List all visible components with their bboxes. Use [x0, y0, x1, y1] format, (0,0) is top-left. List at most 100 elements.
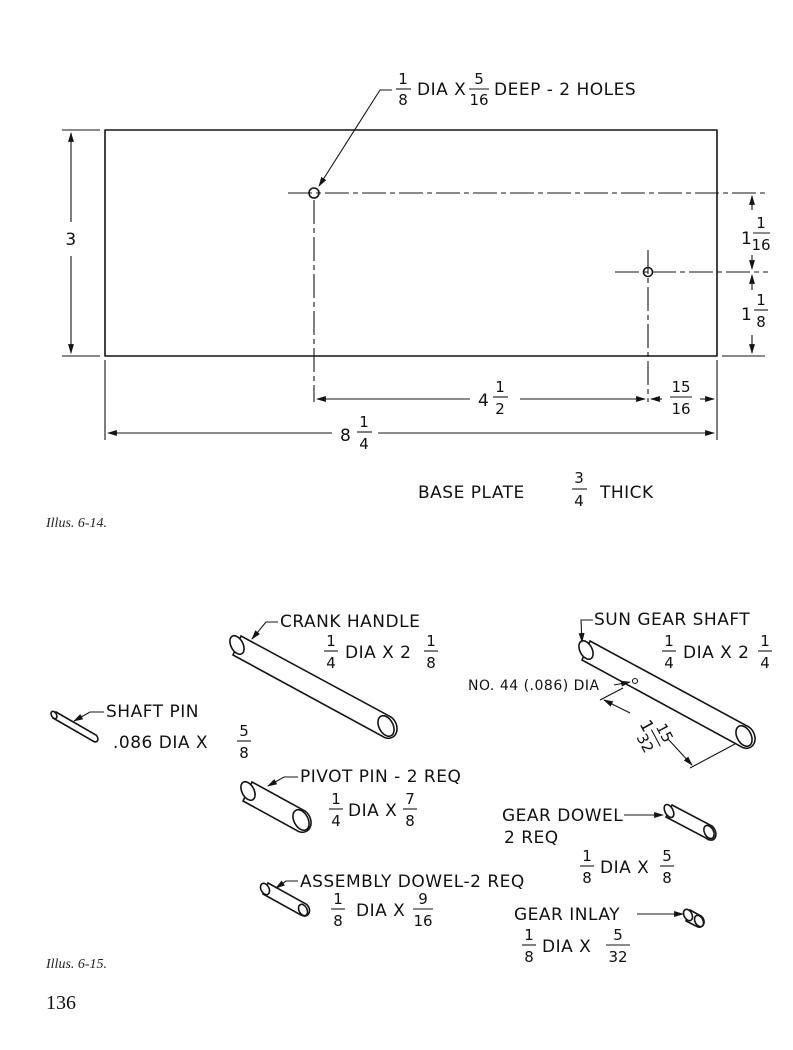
parts-drawing: CRANK HANDLE 1 4 DIA X 2 1 8 SUN GEAR SH…	[45, 610, 772, 972]
svg-text:4: 4	[478, 391, 489, 411]
lower-hole	[642, 266, 654, 278]
svg-text:16: 16	[671, 400, 690, 418]
hole-spacing-dim: 4 1 2	[478, 378, 508, 418]
svg-text:2: 2	[495, 400, 505, 418]
pivot-pin-leader	[267, 776, 298, 787]
svg-text:4: 4	[359, 435, 369, 453]
caption-illus-6-14: Illus. 6-14.	[45, 516, 107, 531]
svg-text:1: 1	[359, 413, 369, 431]
svg-text:7: 7	[405, 790, 415, 808]
upper-offset-dim: 1 1 16	[741, 214, 771, 254]
svg-text:BASE PLATE: BASE PLATE	[418, 483, 525, 503]
svg-text:THICK: THICK	[599, 483, 654, 503]
overall-length-dim: 8 1 4	[340, 413, 372, 453]
svg-text:8: 8	[398, 91, 408, 109]
base-plate-outline	[104, 129, 718, 357]
shaft-pin-part: SHAFT PIN .086 DIA X 5 8	[50, 702, 251, 762]
svg-text:1: 1	[760, 632, 770, 650]
assembly-dowel-part: ASSEMBLY DOWEL-2 REQ 1 8 DIA X 9 16	[259, 872, 525, 930]
svg-text:1: 1	[398, 70, 408, 88]
svg-text:5: 5	[474, 70, 484, 88]
crank-handle-part: CRANK HANDLE 1 4 DIA X 2 1 8	[229, 612, 438, 740]
svg-text:1: 1	[741, 229, 752, 249]
shaft-pin-leader	[73, 711, 104, 722]
sun-gear-shaft-part: SUN GEAR SHAFT 1 4 DIA X 2 1 4 NO. 44 (.…	[468, 610, 772, 769]
svg-text:1: 1	[524, 926, 534, 944]
hole-dist-arrow-a	[603, 699, 631, 714]
svg-text:4: 4	[326, 654, 336, 672]
svg-text:8: 8	[333, 912, 343, 930]
svg-text:DIA X 2: DIA X 2	[683, 643, 750, 663]
svg-text:DIA X: DIA X	[600, 858, 649, 878]
lower-offset-dim: 1 1 8	[741, 291, 768, 331]
svg-text:1: 1	[582, 847, 592, 865]
gear-dowel-qty: 2 REQ	[504, 828, 559, 848]
sun-gear-shaft-name: SUN GEAR SHAFT	[594, 610, 750, 630]
crank-handle-leader	[251, 621, 278, 640]
svg-text:32: 32	[608, 948, 627, 966]
gear-dowel-name: GEAR DOWEL	[502, 806, 623, 826]
svg-text:5: 5	[239, 722, 249, 740]
svg-text:DIA X: DIA X	[417, 80, 466, 100]
base-plate-title: BASE PLATE 3 4 THICK	[418, 469, 654, 510]
assembly-dowel-name: ASSEMBLY DOWEL-2 REQ	[300, 872, 525, 892]
hole-dist-extension-b	[689, 743, 736, 769]
svg-text:1: 1	[333, 890, 343, 908]
shaft-cross-hole	[631, 677, 639, 685]
svg-text:DEEP - 2 HOLES: DEEP - 2 HOLES	[494, 80, 636, 100]
assembly-dowel-leader	[275, 880, 298, 889]
svg-text:1: 1	[331, 790, 341, 808]
gear-dowel-part: GEAR DOWEL 2 REQ 1 8 DIA X 5 8	[502, 803, 717, 887]
hole-dist-dim: 1 15 32	[633, 717, 677, 756]
hole-note-leader	[318, 89, 392, 187]
svg-text:16: 16	[751, 236, 770, 254]
svg-text:8: 8	[662, 869, 672, 887]
crank-handle-name: CRANK HANDLE	[280, 612, 420, 632]
gear-inlay-part: GEAR INLAY 1 8 DIA X 5 32	[514, 905, 705, 966]
gear-inlay-name: GEAR INLAY	[514, 905, 620, 925]
svg-text:8: 8	[524, 948, 534, 966]
svg-text:1: 1	[495, 378, 505, 396]
cross-hole-note: NO. 44 (.086) DIA	[468, 678, 600, 694]
upper-hole	[308, 187, 320, 199]
svg-text:16: 16	[413, 912, 432, 930]
svg-text:DIA X: DIA X	[356, 901, 405, 921]
hole-note: 1 8 DIA X 5 16 DEEP - 2 HOLES	[396, 70, 636, 109]
svg-text:8: 8	[426, 654, 436, 672]
svg-text:9: 9	[418, 890, 428, 908]
svg-text:4: 4	[760, 654, 770, 672]
svg-text:5: 5	[613, 926, 623, 944]
svg-text:1: 1	[741, 305, 752, 325]
svg-text:8: 8	[582, 869, 592, 887]
svg-text:1: 1	[756, 214, 766, 232]
height-dim-label: 3	[65, 230, 76, 250]
svg-text:DIA X: DIA X	[542, 937, 591, 957]
sun-gear-shaft-leader	[578, 619, 593, 643]
svg-text:DIA X: DIA X	[348, 801, 397, 821]
svg-text:1: 1	[426, 632, 436, 650]
pivot-pin-part: PIVOT PIN - 2 REQ 1 4 DIA X 7 8	[240, 767, 461, 834]
svg-text:4: 4	[664, 654, 674, 672]
svg-text:8: 8	[405, 812, 415, 830]
svg-text:15: 15	[671, 378, 690, 396]
svg-text:DIA X 2: DIA X 2	[345, 643, 412, 663]
hole-dist-extension-a	[599, 687, 624, 701]
svg-text:8: 8	[340, 426, 351, 446]
page-number: 136	[46, 992, 76, 1014]
caption-illus-6-15: Illus. 6-15.	[45, 957, 107, 972]
svg-text:4: 4	[574, 492, 584, 510]
svg-text:1: 1	[756, 291, 766, 309]
svg-text:1: 1	[326, 632, 336, 650]
svg-text:4: 4	[331, 812, 341, 830]
base-plate-drawing: 1 8 DIA X 5 16 DEEP - 2 HOLES 3 1 1 16	[45, 70, 771, 531]
svg-text:3: 3	[574, 469, 584, 487]
cross-hole-leader	[613, 680, 631, 687]
pivot-pin-name: PIVOT PIN - 2 REQ	[300, 767, 461, 787]
svg-text:.086 DIA X: .086 DIA X	[113, 733, 208, 753]
shaft-pin-name: SHAFT PIN	[106, 702, 199, 722]
hole-dist-arrow-b	[667, 738, 693, 766]
svg-text:16: 16	[469, 91, 488, 109]
svg-text:8: 8	[756, 313, 766, 331]
svg-text:1: 1	[664, 632, 674, 650]
